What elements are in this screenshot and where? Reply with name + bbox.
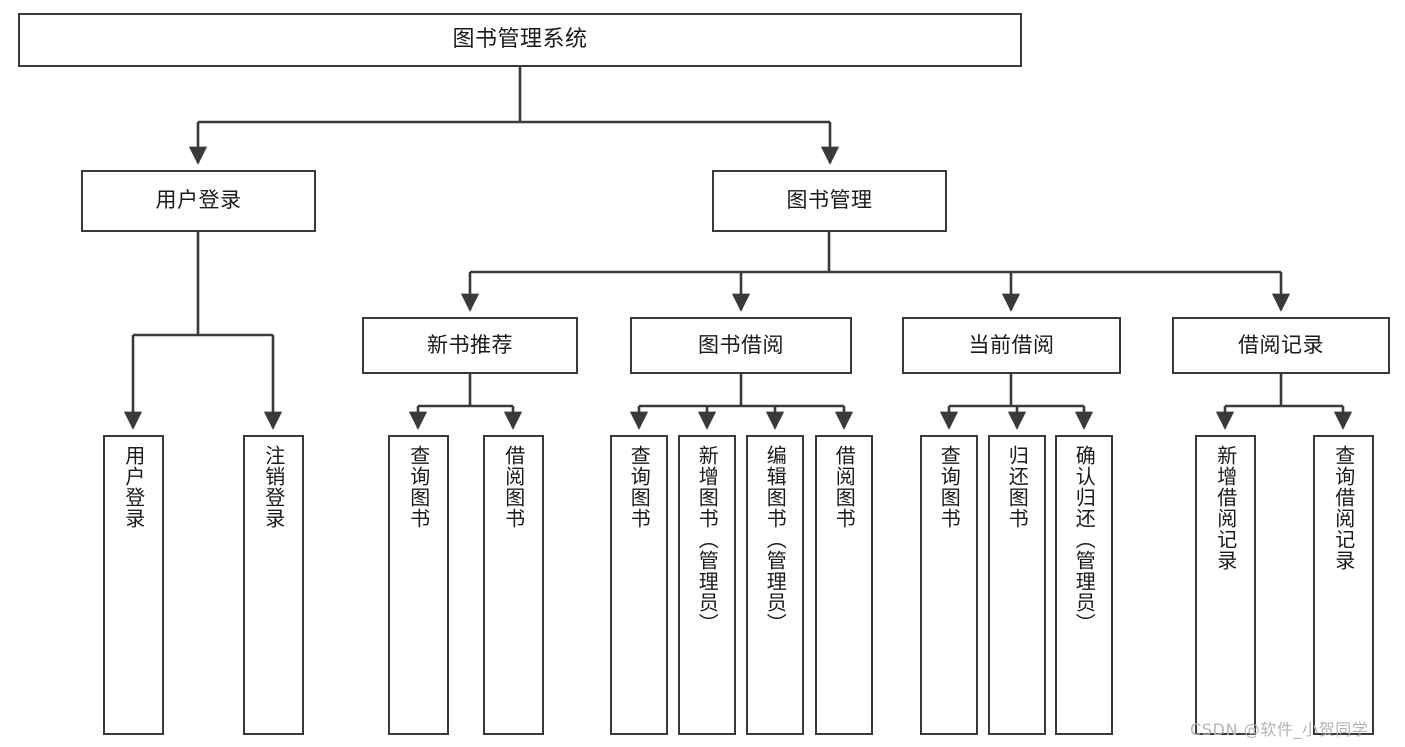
leaf-label: 借阅图书 [832,445,857,529]
node-current-borrow[interactable]: 当前借阅 [902,317,1121,374]
node-leaf-borrow-book-2[interactable]: 借阅图书 [815,435,873,735]
node-leaf-query-book-3[interactable]: 查询图书 [920,435,978,735]
leaf-label: 查询借阅记录 [1331,445,1356,571]
node-book-management[interactable]: 图书管理 [712,170,947,232]
node-leaf-user-login[interactable]: 用户登录 [103,435,164,735]
node-leaf-return-book[interactable]: 归还图书 [988,435,1046,735]
node-leaf-borrow-book-1[interactable]: 借阅图书 [483,435,544,735]
node-leaf-logout[interactable]: 注销登录 [243,435,304,735]
leaf-label: 查询图书 [406,445,431,529]
leaf-label: 借阅图书 [501,445,526,529]
node-leaf-query-book-1[interactable]: 查询图书 [388,435,449,735]
node-leaf-add-record[interactable]: 新增借阅记录 [1195,435,1256,735]
leaf-label: 新增图书（管理员） [695,445,720,634]
leaf-label: 用户登录 [121,445,146,529]
leaf-label: 确认归还（管理员） [1072,445,1097,634]
leaf-label: 归还图书 [1005,445,1030,529]
node-root[interactable]: 图书管理系统 [18,13,1022,67]
node-borrow-record[interactable]: 借阅记录 [1172,317,1390,374]
leaf-label: 查询图书 [937,445,962,529]
leaf-label: 注销登录 [261,445,286,529]
node-leaf-edit-book[interactable]: 编辑图书（管理员） [746,435,804,735]
node-book-borrow[interactable]: 图书借阅 [630,317,852,374]
node-new-book-recommend[interactable]: 新书推荐 [362,317,578,374]
leaf-label: 新增借阅记录 [1213,445,1238,571]
node-leaf-confirm-return[interactable]: 确认归还（管理员） [1055,435,1113,735]
leaf-label: 查询图书 [627,445,652,529]
leaf-label: 编辑图书（管理员） [763,445,788,634]
node-leaf-add-book[interactable]: 新增图书（管理员） [678,435,736,735]
csdn-watermark: CSDN @软件_小贺同学 [1190,720,1369,739]
node-leaf-query-record[interactable]: 查询借阅记录 [1313,435,1374,735]
node-leaf-query-book-2[interactable]: 查询图书 [610,435,668,735]
node-user-login[interactable]: 用户登录 [81,170,316,232]
